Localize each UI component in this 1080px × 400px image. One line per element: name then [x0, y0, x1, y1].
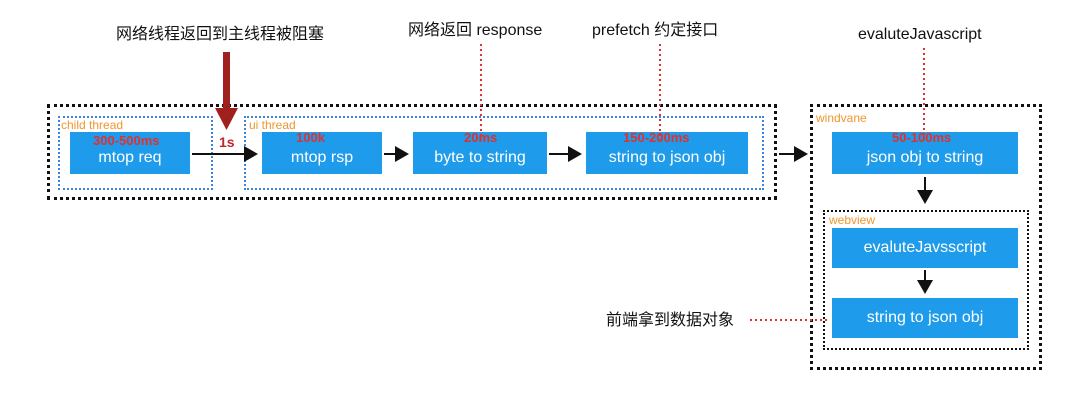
frontend-annotation: 前端拿到数据对象	[606, 312, 735, 329]
mtop-rsp-metric: 100k	[296, 130, 325, 145]
webview-label: webview	[829, 213, 876, 227]
native-region	[47, 104, 777, 200]
ui-thread-label: ui thread	[249, 118, 296, 132]
blocked-arrow	[215, 52, 238, 130]
mtop-req-node: mtop req	[70, 132, 190, 174]
mtop-rsp-node: mtop rsp	[262, 132, 382, 174]
json-obj-to-string-metric: 50-100ms	[892, 130, 952, 145]
windvane-label: windvane	[816, 111, 867, 125]
webview-region	[823, 210, 1029, 350]
mtop-req-metric: 300-500ms	[93, 133, 160, 148]
evalute-javsscript-node: evaluteJavsscript	[832, 228, 1018, 268]
windvane-region	[810, 104, 1042, 370]
byte-to-string-node: byte to string	[413, 132, 547, 174]
webview-string-to-json-obj-node: string to json obj	[832, 298, 1018, 338]
string-to-json-obj-node: string to json obj	[586, 132, 748, 174]
child-thread-label: child thread	[61, 118, 124, 132]
string-to-json-obj-metric: 150-200ms	[623, 130, 690, 145]
blocked-annotation: 网络线程返回到主线程被阻塞	[116, 26, 325, 43]
evalute-annotation: evaluteJavascript	[858, 26, 982, 43]
prefetch-annotation: prefetch 约定接口	[592, 22, 719, 39]
byte-to-string-metric: 20ms	[464, 130, 498, 145]
delay-label: 1s	[219, 134, 235, 150]
network-response-annotation: 网络返回 response	[408, 22, 543, 39]
